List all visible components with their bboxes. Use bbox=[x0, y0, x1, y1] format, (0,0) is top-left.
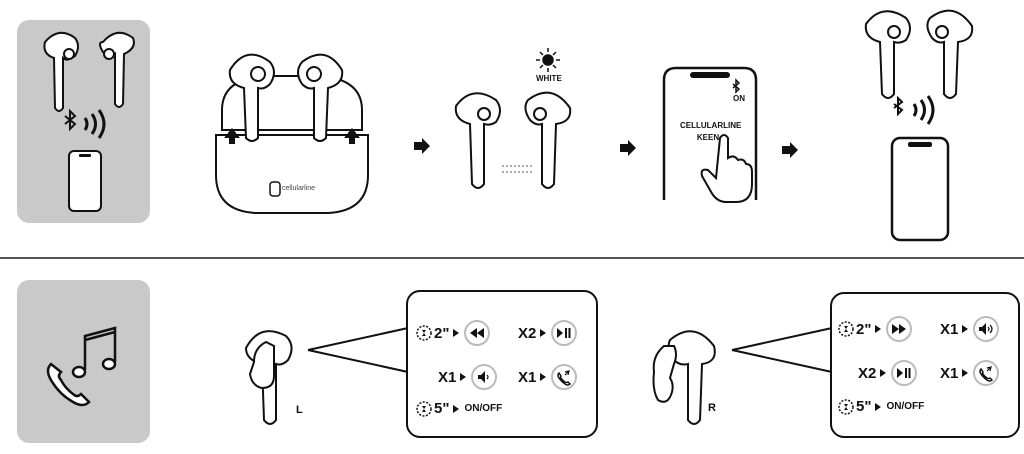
step-arrow-icon bbox=[782, 142, 798, 163]
trigger-label: X1 bbox=[438, 368, 457, 386]
earbuds-led-illustration: WHITE bbox=[448, 44, 578, 194]
phone-icon bbox=[68, 150, 102, 212]
hold-timer-icon bbox=[838, 321, 854, 337]
led-light-icon bbox=[536, 48, 560, 72]
step-arrow-icon bbox=[620, 140, 636, 161]
bluetooth-icon bbox=[732, 78, 741, 94]
trigger-label: X2 bbox=[518, 324, 537, 342]
phone-icon bbox=[890, 136, 950, 242]
touching-finger-icon bbox=[248, 340, 275, 390]
device-name-label: CELLULARLINE KEEN bbox=[680, 121, 742, 142]
step-arrow-icon bbox=[414, 138, 430, 159]
right-callout-pointer bbox=[731, 327, 833, 373]
hold-timer-icon bbox=[416, 400, 432, 417]
left-earbud-touch-illustration: L bbox=[240, 318, 320, 430]
right-earbud-touch-illustration: R bbox=[646, 316, 730, 430]
left-side-label: L bbox=[296, 404, 303, 416]
charging-case-illustration: cellularline bbox=[212, 30, 372, 220]
hold-timer-icon bbox=[838, 398, 854, 415]
earbuds-phone-bluetooth-icon bbox=[43, 31, 135, 212]
volume-up-icon bbox=[973, 316, 1000, 342]
control-row-hold-2s: 2" bbox=[416, 320, 491, 346]
signal-waves-icon bbox=[912, 95, 935, 125]
pairing-icon-panel bbox=[17, 20, 150, 223]
answer-end-call-icon bbox=[551, 364, 578, 390]
previous-track-icon bbox=[464, 320, 491, 346]
signal-waves-icon bbox=[83, 109, 106, 139]
led-color-label: WHITE bbox=[536, 74, 562, 83]
trigger-label: X1 bbox=[518, 368, 537, 386]
right-side-label: R bbox=[708, 402, 716, 414]
left-callout-pointer bbox=[307, 327, 409, 373]
trigger-label: X1 bbox=[940, 320, 959, 338]
hold-timer-icon bbox=[416, 325, 432, 341]
play-pause-icon bbox=[551, 320, 578, 346]
bluetooth-status-label: ON bbox=[733, 94, 745, 103]
bluetooth-icon bbox=[893, 95, 904, 117]
control-row-single-tap: X1 bbox=[940, 316, 1000, 342]
phone-pairing-illustration: ON CELLULARLINE KEEN bbox=[660, 66, 760, 203]
trigger-label: 5" bbox=[434, 400, 450, 417]
power-action-label: ON/OFF bbox=[464, 403, 503, 414]
music-note-icon bbox=[71, 326, 117, 379]
control-row-single-tap-call: X1 bbox=[940, 360, 1000, 386]
control-row-hold-5s: 5" ON/OFF bbox=[838, 398, 924, 415]
next-track-icon bbox=[886, 316, 913, 342]
control-row-hold-2s: 2" bbox=[838, 316, 913, 342]
trigger-label: 5" bbox=[856, 398, 872, 415]
volume-down-icon bbox=[471, 364, 498, 390]
control-row-hold-5s: 5" ON/OFF bbox=[416, 400, 502, 417]
phone-call-icon bbox=[46, 362, 91, 407]
control-row-double-tap: X2 bbox=[518, 320, 578, 346]
trigger-label: 2" bbox=[434, 324, 450, 342]
trigger-label: 2" bbox=[856, 320, 872, 338]
control-row-double-tap: X2 bbox=[858, 360, 918, 386]
case-logo-text: cellularline bbox=[282, 185, 316, 192]
connected-illustration bbox=[858, 4, 983, 244]
right-controls-callout: 2" X1 X2 X1 5" ON/OFF bbox=[830, 292, 1020, 438]
controls-icon-panel bbox=[17, 280, 150, 443]
control-row-single-tap-call: X1 bbox=[518, 364, 578, 390]
trigger-label: X1 bbox=[940, 364, 959, 382]
touching-finger-icon bbox=[652, 345, 677, 403]
answer-end-call-icon bbox=[973, 360, 1000, 386]
power-action-label: ON/OFF bbox=[886, 401, 925, 412]
tapping-hand-icon bbox=[700, 134, 753, 203]
lift-arrow-icon bbox=[224, 128, 360, 144]
section-divider bbox=[0, 257, 1024, 259]
play-pause-icon bbox=[891, 360, 918, 386]
left-controls-callout: 2" X2 X1 X1 5" ON/OFF bbox=[406, 290, 598, 438]
control-row-single-tap: X1 bbox=[438, 364, 498, 390]
trigger-label: X2 bbox=[858, 364, 877, 382]
cellularline-logo-mark bbox=[269, 181, 281, 197]
bluetooth-icon bbox=[64, 108, 77, 132]
